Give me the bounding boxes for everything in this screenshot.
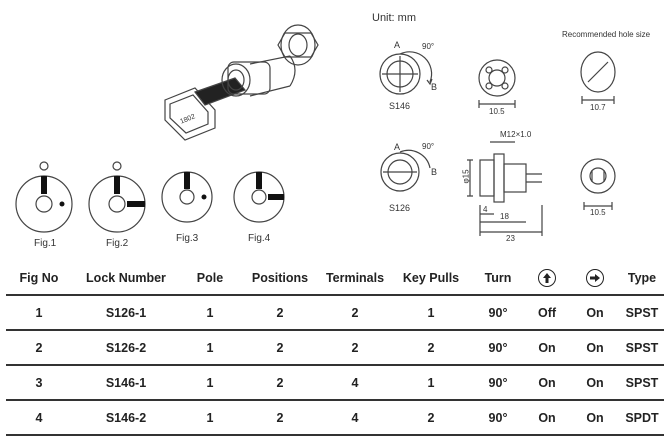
cell-positions: 2	[240, 400, 320, 436]
position-b-label-bottom: B	[431, 167, 438, 177]
side-view-s146	[478, 59, 516, 108]
cell-key-pulls: 2	[390, 400, 472, 436]
dim-10-5-top: 10.5	[489, 107, 505, 116]
arrow-up-icon	[538, 269, 556, 287]
fig3-label: Fig.3	[176, 233, 199, 244]
header-fig-no: Fig No	[6, 262, 72, 296]
cell-fig: 4	[6, 400, 72, 436]
fig4-label: Fig.4	[248, 233, 271, 244]
arrow-right-icon	[586, 269, 604, 287]
top-view-s126	[380, 149, 431, 192]
cell-positions: 2	[240, 330, 320, 366]
cell-right: On	[570, 400, 620, 436]
header-lock-number: Lock Number	[72, 262, 180, 296]
table-header-row: Fig No Lock Number Pole Positions Termin…	[6, 262, 664, 296]
model-s146-label: S146	[389, 101, 411, 111]
cell-lock: S146-1	[72, 365, 180, 401]
header-right	[570, 262, 620, 296]
cell-fig: 2	[6, 330, 72, 366]
cell-pole: 1	[180, 330, 240, 366]
cell-key-pulls: 1	[390, 295, 472, 331]
dim-23: 23	[506, 234, 515, 243]
fig2-diagram	[88, 161, 146, 233]
position-a-label-bottom: A	[394, 142, 401, 152]
position-a-label-top: A	[394, 40, 401, 50]
dim-10-7: 10.7	[590, 103, 606, 112]
cell-type: SPST	[620, 295, 664, 331]
cell-terminals: 4	[320, 400, 390, 436]
position-b-label-top: B	[431, 82, 438, 92]
cell-lock: S126-2	[72, 330, 180, 366]
cell-positions: 2	[240, 365, 320, 401]
header-up	[524, 262, 570, 296]
fig3-diagram	[161, 171, 213, 223]
side-profile	[467, 141, 543, 236]
fig1-diagram	[15, 161, 73, 233]
cell-pole: 1	[180, 365, 240, 401]
cell-right: On	[570, 330, 620, 366]
angle-label-top: 90°	[422, 42, 435, 51]
cell-key-pulls: 2	[390, 330, 472, 366]
cell-key-pulls: 1	[390, 365, 472, 401]
model-s126-label: S126	[389, 203, 411, 213]
cell-turn: 90°	[472, 400, 524, 436]
cell-turn: 90°	[472, 330, 524, 366]
cell-terminals: 2	[320, 330, 390, 366]
cell-type: SPST	[620, 330, 664, 366]
cell-fig: 3	[6, 365, 72, 401]
recommended-hole	[580, 51, 616, 104]
cell-up: Off	[524, 295, 570, 331]
technical-drawing: Unit: mm Recommended hole size S146 S126…	[15, 12, 651, 249]
header-turn: Turn	[472, 262, 524, 296]
key-illustration	[164, 24, 319, 141]
end-view-s126	[580, 158, 616, 210]
cell-type: SPST	[620, 365, 664, 401]
header-type: Type	[620, 262, 664, 296]
cell-right: On	[570, 295, 620, 331]
recommended-hole-label: Recommended hole size	[562, 30, 651, 39]
cell-up: On	[524, 330, 570, 366]
cell-turn: 90°	[472, 365, 524, 401]
fig1-label: Fig.1	[34, 238, 57, 249]
angle-label-bottom: 90°	[422, 142, 435, 151]
fig4-diagram	[233, 171, 285, 223]
cell-right: On	[570, 365, 620, 401]
dim-18: 18	[500, 212, 509, 221]
cell-pole: 1	[180, 295, 240, 331]
header-terminals: Terminals	[320, 262, 390, 296]
cell-positions: 2	[240, 295, 320, 331]
cell-pole: 1	[180, 400, 240, 436]
dim-4: 4	[483, 205, 488, 214]
header-key-pulls: Key Pulls	[390, 262, 472, 296]
cell-up: On	[524, 400, 570, 436]
top-view-s146	[379, 51, 433, 95]
unit-label: Unit: mm	[372, 12, 416, 24]
header-pole: Pole	[180, 262, 240, 296]
cell-terminals: 2	[320, 295, 390, 331]
cell-type: SPDT	[620, 400, 664, 436]
header-positions: Positions	[240, 262, 320, 296]
cell-terminals: 4	[320, 365, 390, 401]
fig2-label: Fig.2	[106, 238, 129, 249]
cell-up: On	[524, 365, 570, 401]
cell-lock: S126-1	[72, 295, 180, 331]
dim-15: φ15	[461, 169, 471, 184]
drawing-canvas	[15, 24, 616, 236]
spec-table: Fig No Lock Number Pole Positions Termin…	[6, 262, 664, 436]
cell-fig: 1	[6, 295, 72, 331]
dim-thread: M12×1.0	[500, 130, 532, 139]
cell-turn: 90°	[472, 295, 524, 331]
dim-10-5-bottom: 10.5	[590, 208, 606, 217]
cell-lock: S146-2	[72, 400, 180, 436]
